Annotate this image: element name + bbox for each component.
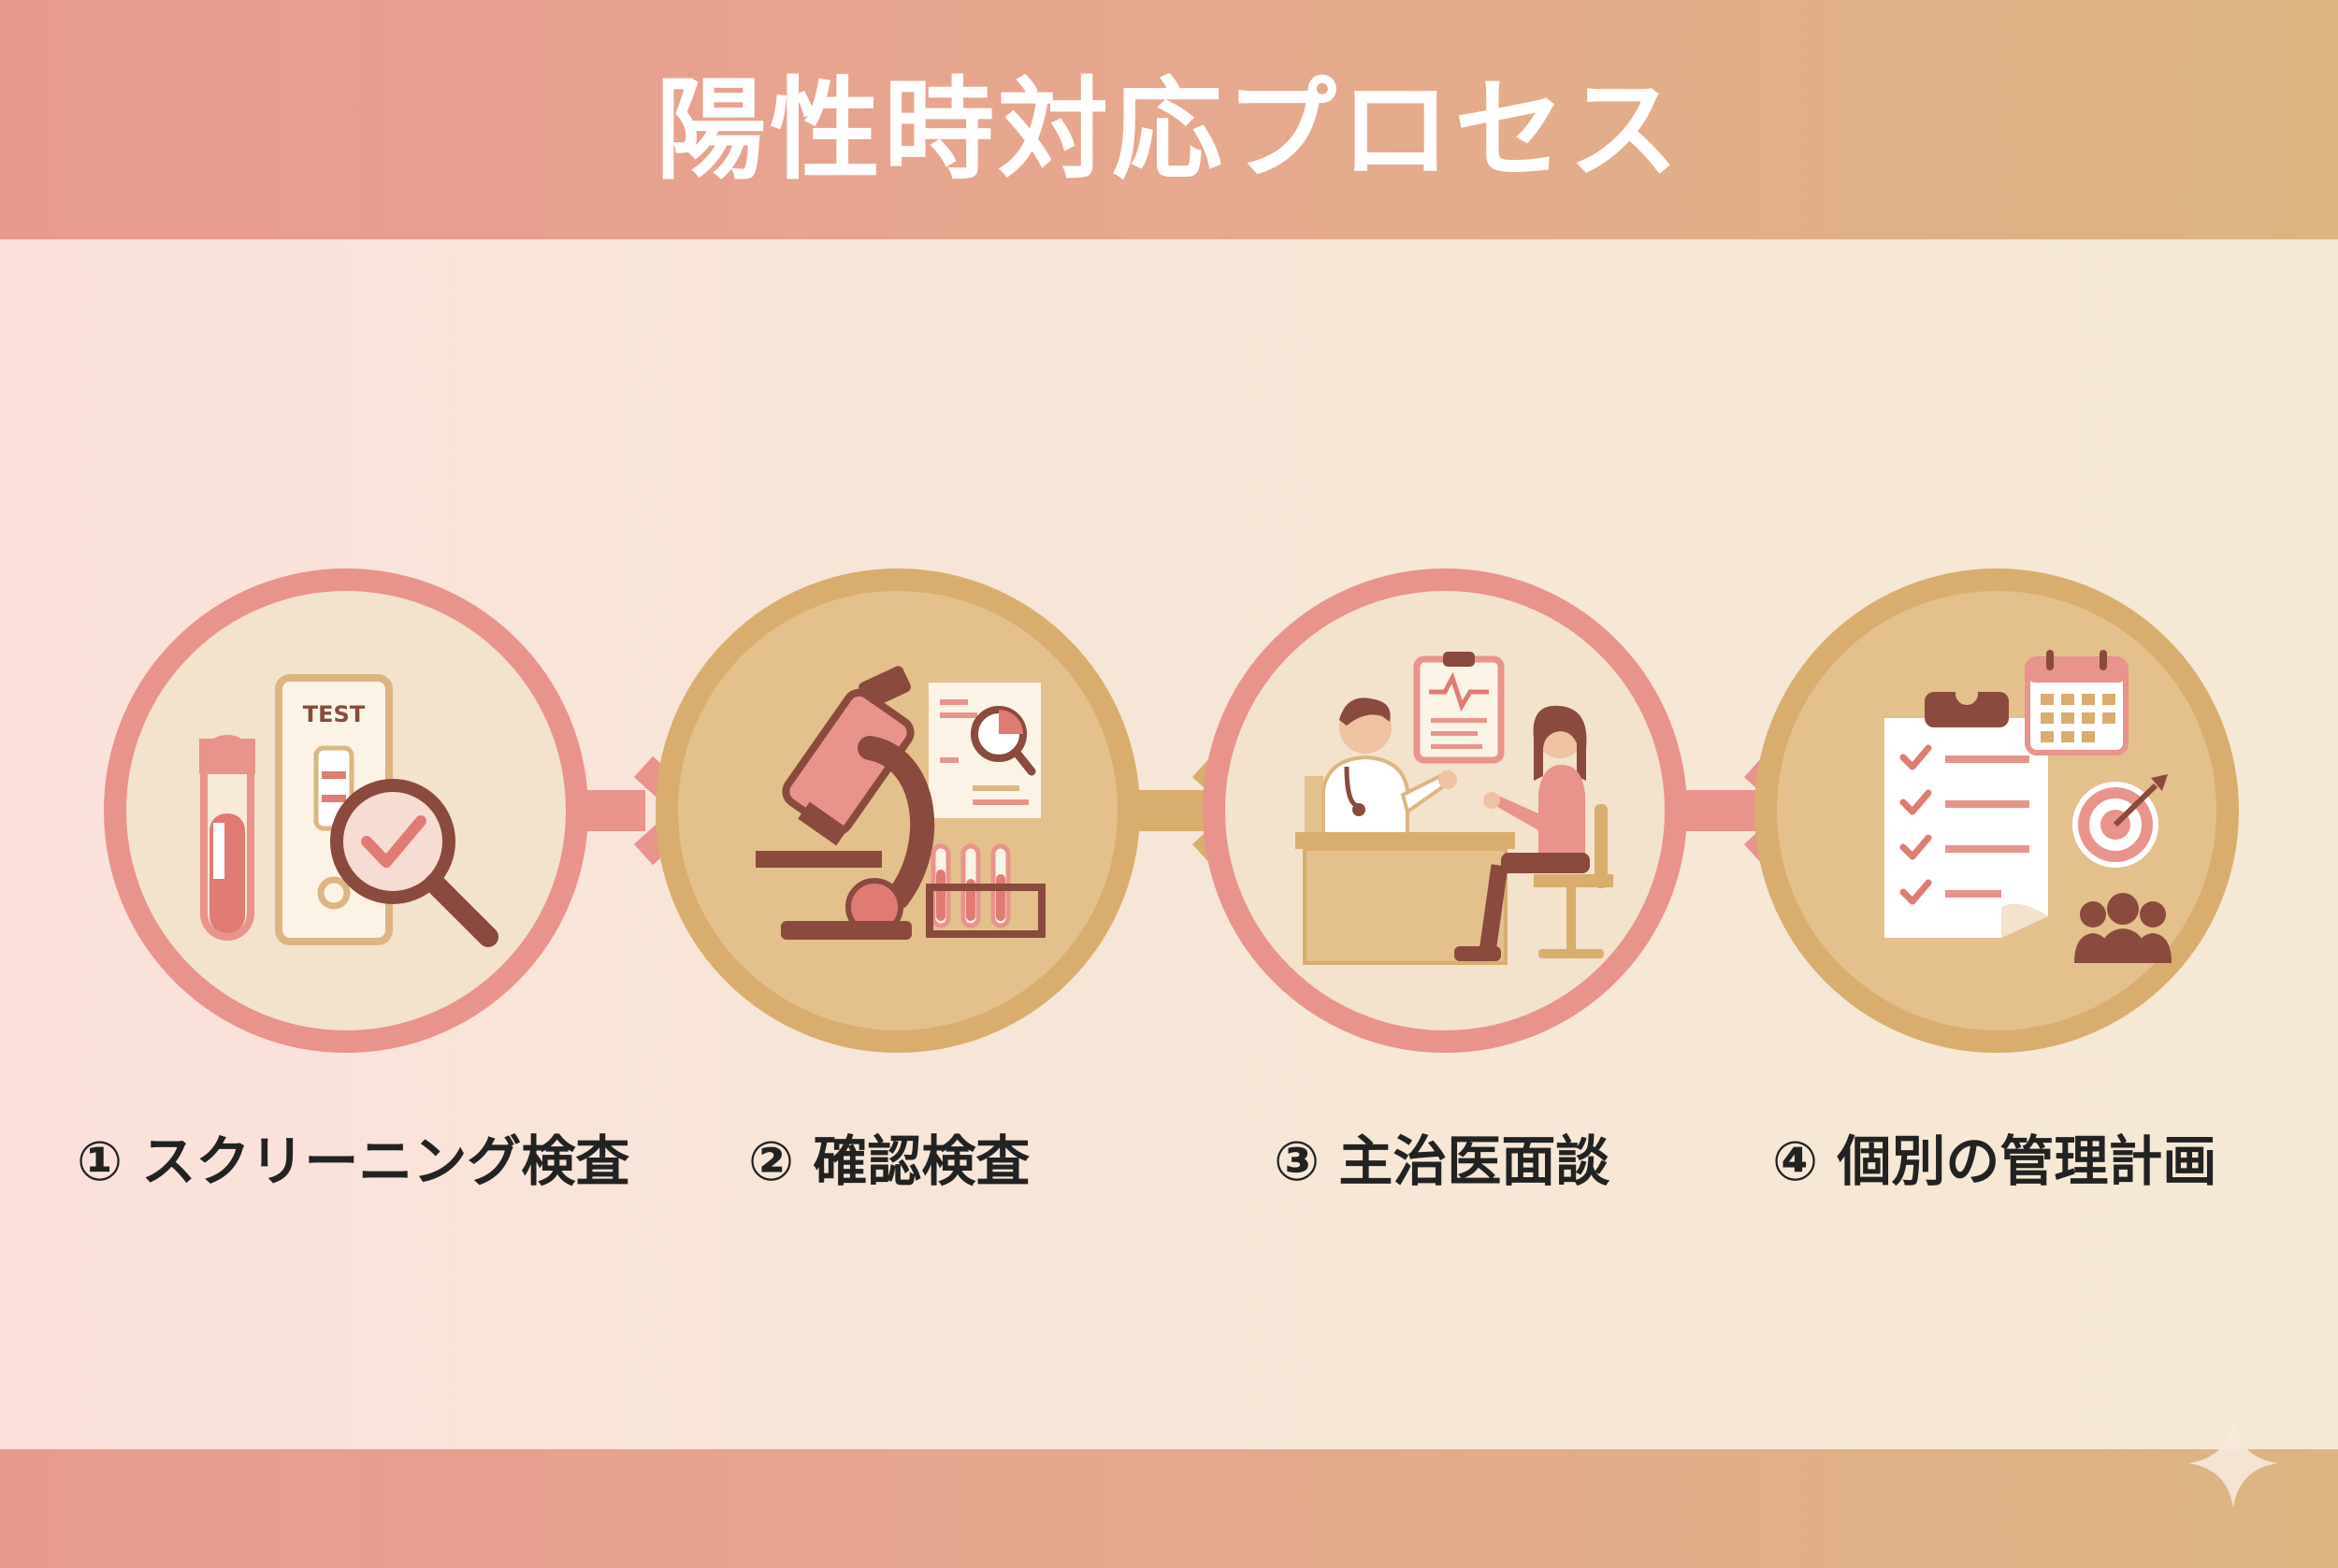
step-2-text: 確認検査 — [813, 1129, 1031, 1193]
step-3-circle — [1203, 568, 1687, 1053]
step-1-label: ① スクリーニング検査 — [77, 1117, 629, 1196]
step-2-label: ② 確認検査 — [748, 1117, 1030, 1196]
footer-band — [0, 1449, 2338, 1568]
test-tube-and-magnifier-icon: TEST — [199, 674, 498, 947]
step-4-number: ④ — [1772, 1129, 1819, 1193]
step-1-circle: TEST — [104, 568, 588, 1053]
step-3-text: 主治医面談 — [1338, 1129, 1610, 1193]
step-4-circle — [1754, 568, 2239, 1053]
doctor-consultation-icon — [1295, 652, 1613, 965]
step-2-number: ② — [748, 1129, 795, 1193]
step-4-label: ④ 個別の管理計画 — [1772, 1117, 2216, 1196]
step-1-text: スクリーニング検査 — [141, 1129, 630, 1193]
management-plan-icon — [1884, 650, 2172, 963]
step-3-label: ③ 主治医面談 — [1274, 1117, 1609, 1196]
step-4-text: 個別の管理計画 — [1837, 1129, 2217, 1193]
microscope-icon — [756, 666, 1046, 940]
sparkle-icon — [2188, 1418, 2278, 1508]
step-2-circle — [656, 568, 1140, 1053]
title-banner: 陽性時対応プロセス — [0, 0, 2338, 239]
test-card-label: TEST — [303, 701, 366, 727]
step-3-number: ③ — [1274, 1129, 1321, 1193]
step-1-number: ① — [77, 1129, 123, 1193]
page-title: 陽性時対応プロセス — [655, 65, 1682, 194]
